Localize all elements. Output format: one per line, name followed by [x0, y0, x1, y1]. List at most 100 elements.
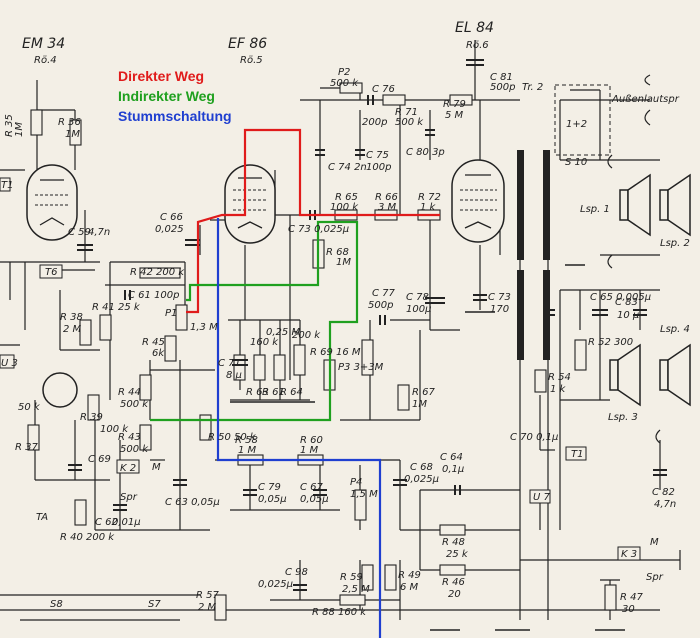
label-r36-value: 1M: [65, 129, 80, 140]
tube-el84-ref: Rö.6: [466, 40, 489, 51]
label-r66-value: 3 M: [378, 202, 397, 213]
label-c73: C 73 0,025μ: [288, 224, 349, 235]
label-k3: K 3: [621, 549, 637, 560]
label-m: M: [152, 462, 161, 473]
label-r35-value: 1M: [14, 122, 25, 137]
label-r49: R 49: [398, 570, 421, 581]
tube-em34-ref: Rö.4: [34, 55, 57, 66]
label-c68: C 68: [410, 462, 433, 473]
tube-indicator-circle: [42, 372, 78, 408]
label-c65: C 65 0,005μ: [590, 292, 651, 303]
label-c64: C 64: [440, 452, 463, 463]
label-p4: P4: [350, 477, 362, 488]
label-r68-value: 1M: [336, 257, 351, 268]
label-c79-value: 0,05μ: [258, 494, 287, 505]
label-1plus2: 1+2: [566, 119, 587, 130]
label-p2-value: 500 k: [330, 78, 359, 89]
label-r66: R 66: [375, 192, 398, 203]
label-r39-value: 100 k: [100, 424, 129, 435]
component-labels: P2 500 k R 35 1M R 36 1M C 76 200p R 71 …: [1, 67, 690, 618]
label-r69: R 69 16 M: [310, 347, 361, 358]
label-r67-value: 1M: [412, 399, 427, 410]
label-t1: T1: [571, 449, 583, 460]
label-t1-left: T1: [1, 180, 13, 191]
label-r41: R 41 25 k: [92, 302, 141, 313]
capacitors: [68, 59, 667, 591]
speaker-lsp2: [659, 173, 691, 237]
label-r71: R 71: [395, 107, 418, 118]
legend-mute: Stummschaltung: [118, 108, 232, 124]
label-lsp3: Lsp. 3: [608, 412, 638, 423]
label-c77-value: 500p: [368, 300, 393, 311]
label-r44-value: 500 k: [120, 399, 149, 410]
label-p2: P2: [338, 67, 350, 78]
label-c62-value: 0,01μ: [112, 517, 141, 528]
label-r71-value: 500 k: [395, 117, 424, 128]
label-lsp4: Lsp. 4: [660, 324, 690, 335]
label-r48: R 48: [442, 537, 465, 548]
tube-grids: [35, 189, 497, 211]
speaker-lsp1: [619, 173, 651, 237]
label-c75-value: 100p: [366, 162, 391, 173]
label-ta: TA: [36, 512, 48, 523]
label-c71: C 71: [218, 358, 241, 369]
label-r65-value: 100 k: [330, 202, 359, 213]
label-r64-value: 200 k: [292, 330, 321, 341]
label-c82-value: 4,7n: [654, 499, 676, 510]
label-r59: R 59: [340, 572, 363, 583]
label-c59: C 59: [68, 227, 91, 238]
label-c61: C 61 100p: [128, 290, 180, 301]
label-p1-value: 1,3 M: [190, 322, 218, 333]
label-c64-value: 0,1μ: [442, 464, 464, 475]
label-c83-value: 10 μ: [617, 310, 639, 321]
label-r39: R 39: [80, 412, 103, 423]
label-tr2: Tr. 2: [522, 82, 543, 93]
label-r60: R 60: [300, 435, 323, 446]
box-u3: [0, 354, 15, 369]
label-r52: R 52 300: [588, 337, 633, 348]
label-c78-value: 100μ: [406, 304, 431, 315]
box-u7: [529, 489, 551, 504]
label-r61-value: 0,25 M: [266, 327, 300, 338]
label-r47: R 47: [620, 592, 643, 603]
label-c62: C 62: [95, 517, 118, 528]
label-r65: R 65: [335, 192, 358, 203]
label-c77: C 77: [372, 288, 396, 299]
label-r36: R 36: [58, 117, 81, 128]
label-r49-value: 6 M: [400, 582, 419, 593]
label-c66-value: 0,025: [155, 224, 184, 235]
label-c98-value: 0,025μ: [258, 579, 293, 590]
label-c81: C 81: [490, 72, 513, 83]
label-r61: R 61: [262, 387, 285, 398]
label-r45-value: 6k: [152, 348, 165, 359]
label-r72: R 72: [418, 192, 441, 203]
label-p3: P3 3+3M: [338, 362, 384, 373]
label-r38: R 38: [60, 312, 83, 323]
label-r45: R 45: [142, 337, 165, 348]
label-r46-value: 20: [448, 589, 461, 600]
legend: Direkter Weg Indirekter Weg Stummschaltu…: [118, 68, 232, 124]
label-r50: R 50 50 k: [208, 432, 257, 443]
box-t1: [565, 446, 587, 461]
label-r68: R 68: [326, 247, 349, 258]
label-r54: R 54: [548, 372, 571, 383]
label-r44: R 44: [118, 387, 141, 398]
label-c63: C 63 0,05μ: [165, 497, 220, 508]
label-r79: R 79: [443, 99, 466, 110]
label-r63: R 63: [246, 387, 269, 398]
label-c74: C 74 2n: [328, 162, 367, 173]
label-lsp2: Lsp. 2: [660, 238, 690, 249]
connector-jacks: [607, 74, 661, 444]
label-aussenlautspr: Außenlautspr: [611, 94, 680, 105]
label-spr: Spr: [120, 492, 138, 503]
speaker-lsp3: [609, 343, 641, 407]
tubes: [26, 159, 505, 408]
label-r64: R 64: [280, 387, 303, 398]
label-r47-value: 30: [622, 604, 635, 615]
label-s10: S 10: [565, 157, 587, 168]
direct-path: [186, 128, 440, 314]
label-m2: M: [650, 537, 659, 548]
tube-ef86-ref: Rö.5: [240, 55, 263, 66]
label-c73-lower: C 73: [488, 292, 511, 303]
